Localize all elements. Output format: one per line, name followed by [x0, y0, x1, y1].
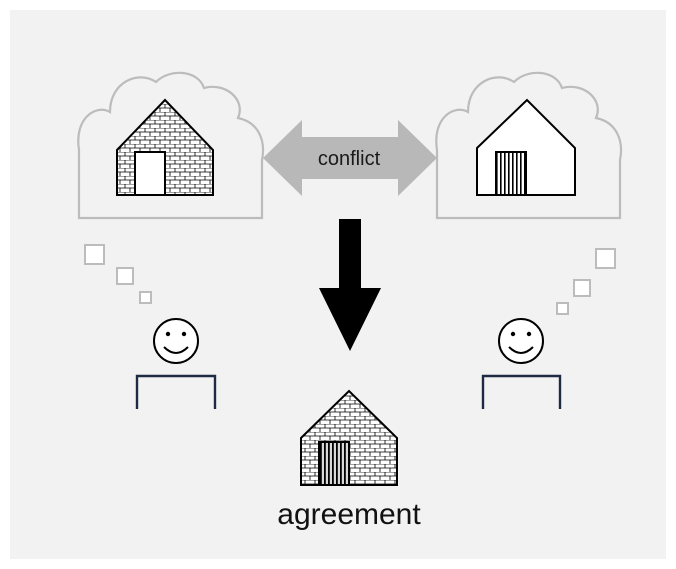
- plain-house-striped-door-icon: [476, 98, 576, 196]
- person-left: [135, 318, 217, 409]
- thought-cloud-left: [77, 71, 265, 220]
- conflict-label: conflict: [318, 148, 381, 170]
- person-right: [481, 318, 562, 409]
- thought-bubbles-right: [556, 248, 616, 315]
- agreement-label: agreement: [277, 498, 421, 531]
- thought-bubbles-left: [84, 244, 152, 304]
- consensus-down-arrow: [319, 219, 381, 351]
- smiley-face-icon: [498, 318, 544, 364]
- brick-house-white-door-icon: [116, 98, 214, 196]
- brick-house-striped-door-icon: [300, 389, 398, 486]
- desk-left: [135, 374, 217, 409]
- smiley-face-icon: [153, 318, 199, 364]
- desk-right: [481, 374, 562, 409]
- conflict-double-arrow: conflict: [263, 120, 437, 196]
- thought-cloud-right: [435, 71, 623, 220]
